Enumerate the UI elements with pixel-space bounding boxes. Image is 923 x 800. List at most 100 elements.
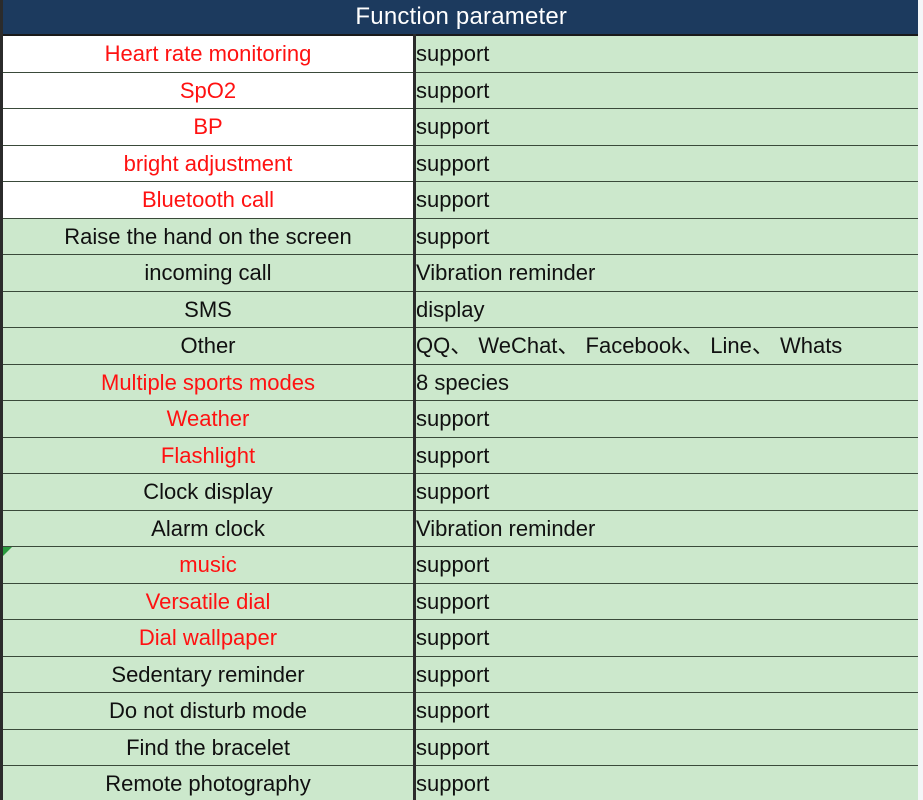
feature-value-cell: support — [414, 436, 918, 474]
feature-value-label: support — [416, 588, 490, 614]
feature-value-label: support — [416, 41, 490, 66]
table-row: Dial wallpaper support — [1, 619, 918, 657]
feature-name-label: Remote photography — [105, 771, 311, 796]
feature-value-cell: support — [414, 181, 918, 219]
table-head: Function parameter — [1, 0, 918, 36]
feature-value-cell: support — [414, 619, 918, 657]
feature-value-cell: support — [414, 144, 918, 182]
feature-name-cell: BP — [1, 108, 416, 146]
table-row: SpO2 support — [1, 71, 918, 109]
feature-name-cell: Bluetooth call — [1, 181, 416, 219]
feature-name-label: music — [179, 552, 237, 577]
feature-value-cell: support — [414, 546, 918, 584]
feature-name-label: Weather — [166, 406, 250, 431]
feature-name-label: SMS — [184, 296, 232, 322]
feature-name-cell: Multiple sports modes — [1, 363, 416, 401]
feature-name-cell: bright adjustment — [1, 144, 416, 182]
feature-value-cell: support — [414, 692, 918, 730]
feature-name-cell: Raise the hand on the screen — [1, 217, 416, 255]
feature-value-label: support — [416, 552, 490, 577]
feature-value-cell: support — [414, 71, 918, 109]
feature-value-cell: support — [414, 400, 918, 438]
feature-value-label: support — [416, 442, 490, 468]
feature-name-cell: Dial wallpaper — [1, 619, 416, 657]
feature-name-cell: Alarm clock — [1, 509, 416, 547]
feature-value-label: 8 species — [416, 369, 509, 395]
feature-name-label: Multiple sports modes — [101, 369, 315, 395]
feature-value-label: support — [416, 77, 490, 103]
feature-name-label: Find the bracelet — [126, 734, 290, 760]
feature-name-cell: Other — [1, 327, 416, 365]
feature-value-cell: Vibration reminder — [414, 254, 918, 292]
table-row: Do not disturb mode support — [1, 692, 918, 730]
feature-value-cell: display — [414, 290, 918, 328]
feature-name-cell: Flashlight — [1, 436, 416, 474]
feature-value-cell: support — [414, 655, 918, 693]
feature-name-label: Do not disturb mode — [108, 698, 308, 723]
feature-name-cell: SpO2 — [1, 71, 416, 109]
feature-value-cell: Vibration reminder — [414, 509, 918, 547]
table-row: SMS display — [1, 290, 918, 328]
feature-value-label: Vibration reminder — [416, 515, 596, 541]
table-row: Other QQ、 WeChat、 Facebook、 Line、 Whats — [1, 327, 918, 365]
table-row: Weather support — [1, 400, 918, 438]
table-row: bright adjustment support — [1, 144, 918, 182]
feature-value-label: support — [416, 406, 490, 431]
feature-value-cell: support — [414, 728, 918, 766]
table-row: Raise the hand on the screen support — [1, 217, 918, 255]
feature-value-label: Vibration reminder — [416, 260, 596, 285]
feature-value-cell: support — [414, 217, 918, 255]
feature-name-label: Heart rate monitoring — [104, 41, 312, 66]
feature-value-label: support — [416, 698, 490, 723]
table-row: Versatile dial support — [1, 582, 918, 620]
feature-value-label: support — [416, 661, 490, 687]
feature-name-label: SpO2 — [179, 77, 237, 103]
feature-value-cell: QQ、 WeChat、 Facebook、 Line、 Whats — [414, 327, 918, 365]
feature-name-cell: music — [1, 546, 416, 584]
feature-value-label: support — [416, 223, 490, 249]
feature-name-label: Bluetooth call — [141, 187, 275, 212]
table-row: Flashlight support — [1, 436, 918, 474]
table-row: Multiple sports modes 8 species — [1, 363, 918, 401]
feature-value-label: display — [416, 296, 485, 322]
feature-value-label: support — [416, 771, 490, 796]
feature-name-label: BP — [193, 114, 223, 139]
feature-name-cell: incoming call — [1, 254, 416, 292]
feature-name-label: Other — [180, 333, 236, 358]
feature-value-label: support — [416, 150, 490, 176]
feature-value-cell: support — [414, 473, 918, 511]
feature-value-label: support — [416, 479, 490, 504]
feature-name-label: Clock display — [143, 479, 273, 504]
feature-value-cell: support — [414, 34, 918, 73]
sheet-right-gutter — [918, 0, 923, 800]
feature-name-label: Flashlight — [160, 442, 256, 468]
feature-name-label: Versatile dial — [145, 588, 271, 614]
feature-value-label: support — [416, 625, 490, 650]
feature-name-label: incoming call — [144, 260, 272, 285]
feature-name-cell: Clock display — [1, 473, 416, 511]
table-row: Clock display support — [1, 473, 918, 511]
table-row: Remote photography support — [1, 765, 918, 800]
feature-name-cell: Weather — [1, 400, 416, 438]
feature-name-label: Dial wallpaper — [138, 625, 278, 650]
feature-value-label: support — [416, 187, 490, 212]
feature-value-cell: support — [414, 582, 918, 620]
feature-name-cell: Heart rate monitoring — [1, 34, 416, 73]
table-row: Bluetooth call support — [1, 181, 918, 219]
table-title: Function parameter — [1, 0, 918, 36]
feature-value-label: support — [416, 734, 490, 760]
feature-name-cell: Remote photography — [1, 765, 416, 800]
table-row: Alarm clock Vibration reminder — [1, 509, 918, 547]
feature-name-label: Raise the hand on the screen — [64, 223, 352, 249]
feature-value-label: support — [416, 114, 490, 139]
feature-value-label: QQ、 WeChat、 Facebook、 Line、 Whats — [416, 333, 843, 358]
feature-name-label: Alarm clock — [151, 515, 265, 541]
feature-name-cell: Sedentary reminder — [1, 655, 416, 693]
feature-name-cell: Versatile dial — [1, 582, 416, 620]
feature-name-label: bright adjustment — [123, 150, 293, 176]
table-row: Find the bracelet support — [1, 728, 918, 766]
comment-marker-icon — [3, 547, 12, 556]
